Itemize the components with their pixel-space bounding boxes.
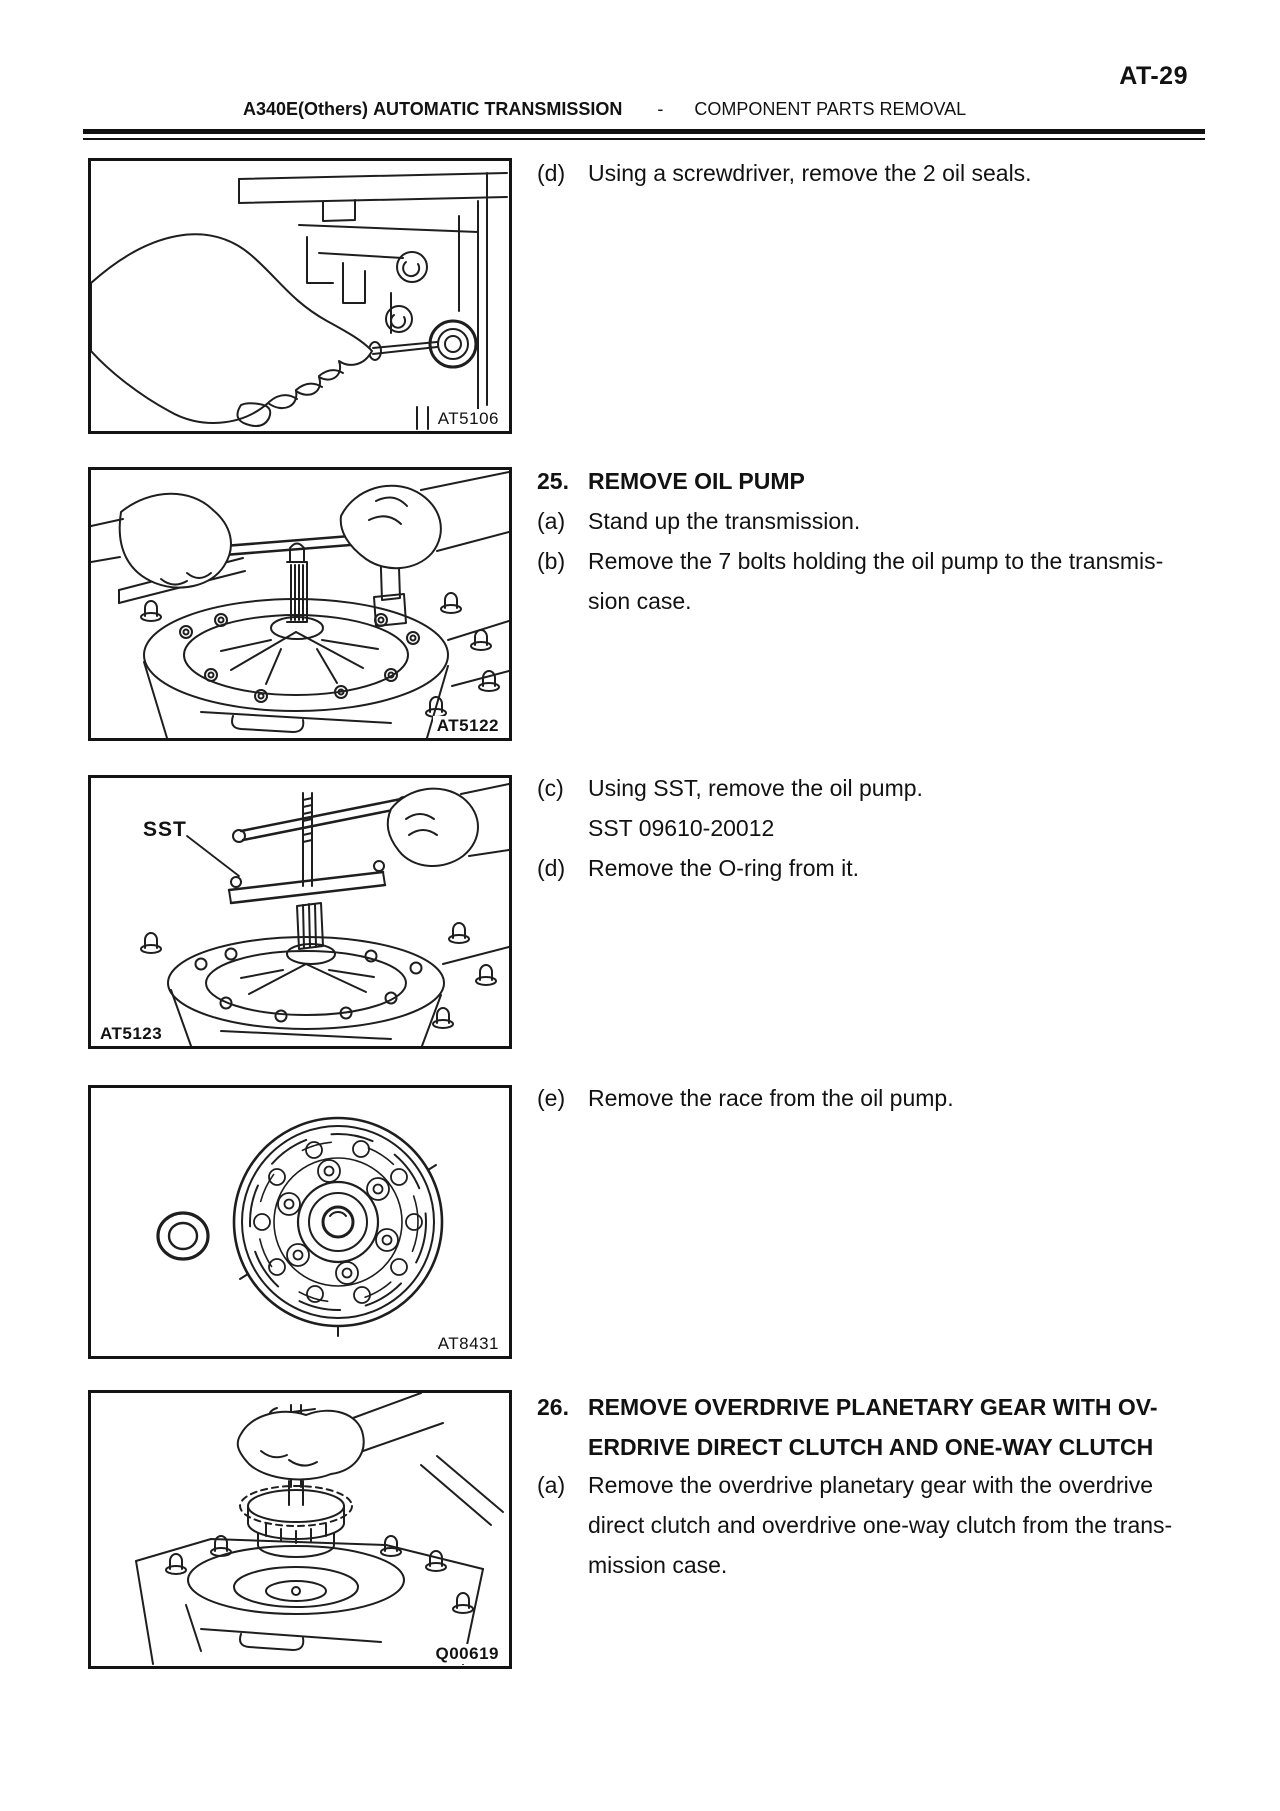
- page-number: AT-29: [1119, 62, 1188, 90]
- section-25-heading: 25. REMOVE OIL PUMP: [537, 466, 805, 496]
- planetary-gear-removal-illustration: [91, 1393, 509, 1666]
- step-text: Remove the O-ring from it.: [588, 855, 859, 881]
- header-rule-thick: [83, 129, 1205, 134]
- step-25c: (c) Using SST, remove the oil pump.: [537, 773, 923, 803]
- section-number: 26.: [537, 1394, 569, 1420]
- figure-remove-pump-bolts: AT5122: [88, 467, 512, 741]
- header-subtitle: COMPONENT PARTS REMOVAL: [694, 99, 967, 119]
- header-separator: -: [657, 99, 664, 119]
- figure-oil-seal-removal: AT5106: [88, 158, 512, 434]
- sst-callout-label: SST: [143, 818, 187, 841]
- figure-code: AT5106: [433, 409, 499, 429]
- figure-code: AT5123: [100, 1024, 167, 1044]
- step-25b-line2: sion case.: [588, 586, 692, 616]
- step-text: mission case.: [588, 1552, 728, 1578]
- step-text: Remove the overdrive planetary gear with…: [588, 1472, 1154, 1498]
- figure-sst-pump-removal: SST AT5123: [88, 775, 512, 1049]
- figure-code: AT5122: [432, 716, 499, 736]
- step-text: Remove the 7 bolts holding the oil pump …: [588, 548, 1164, 574]
- step-label: (d): [537, 160, 566, 186]
- step-26a-line1: (a) Remove the overdrive planetary gear …: [537, 1470, 1153, 1500]
- step-label: (a): [537, 1472, 566, 1498]
- step-26a-line2: direct clutch and overdrive one-way clut…: [588, 1510, 1172, 1540]
- step-25a: (a) Stand up the transmission.: [537, 506, 860, 536]
- header-title: AUTOMATIC TRANSMISSION: [373, 99, 623, 119]
- step-text: Using a screwdriver, remove the 2 oil se…: [588, 160, 1032, 186]
- race-removal-illustration: [91, 1088, 509, 1356]
- step-text: direct clutch and overdrive one-way clut…: [588, 1512, 1173, 1538]
- step-text: Stand up the transmission.: [588, 508, 861, 534]
- step-label: (d): [537, 855, 566, 881]
- step-oil-seals: (d) Using a screwdriver, remove the 2 oi…: [537, 158, 1032, 188]
- figure-code: AT8431: [433, 1334, 499, 1354]
- header-rule-thin: [83, 138, 1205, 140]
- header-model: A340E(Others): [243, 99, 369, 119]
- section-number: 25.: [537, 468, 569, 494]
- step-label: (a): [537, 508, 566, 534]
- step-text: SST 09610-20012: [588, 815, 775, 841]
- section-title: ERDRIVE DIRECT CLUTCH AND ONE-WAY CLUTCH: [588, 1434, 1154, 1460]
- step-25b-line1: (b) Remove the 7 bolts holding the oil p…: [537, 546, 1163, 576]
- remove-pump-bolts-illustration: [91, 470, 509, 738]
- sst-number: SST 09610-20012: [588, 813, 774, 843]
- step-text: Remove the race from the oil pump.: [588, 1085, 954, 1111]
- step-text: sion case.: [588, 588, 692, 614]
- section-26-heading-line1: 26. REMOVE OVERDRIVE PLANETARY GEAR WITH…: [537, 1392, 1158, 1422]
- step-26a-line3: mission case.: [588, 1550, 727, 1580]
- step-label: (b): [537, 548, 566, 574]
- figure-code: Q00619: [431, 1644, 499, 1664]
- step-text: Using SST, remove the oil pump.: [588, 775, 923, 801]
- figure-planetary-gear-removal: Q00619: [88, 1390, 512, 1669]
- sst-pump-removal-illustration: [140, 778, 509, 1046]
- section-26-heading-line2: ERDRIVE DIRECT CLUTCH AND ONE-WAY CLUTCH: [588, 1432, 1153, 1462]
- oil-seal-removal-illustration: [91, 161, 509, 431]
- step-25d: (d) Remove the O-ring from it.: [537, 853, 859, 883]
- section-title: REMOVE OVERDRIVE PLANETARY GEAR WITH OV-: [588, 1394, 1158, 1420]
- step-label: (c): [537, 775, 564, 801]
- step-25e: (e) Remove the race from the oil pump.: [537, 1083, 954, 1113]
- running-header: A340E(Others) AUTOMATIC TRANSMISSION - C…: [243, 99, 966, 120]
- section-title: REMOVE OIL PUMP: [588, 468, 805, 494]
- step-label: (e): [537, 1085, 566, 1111]
- figure-race-removal: AT8431: [88, 1085, 512, 1359]
